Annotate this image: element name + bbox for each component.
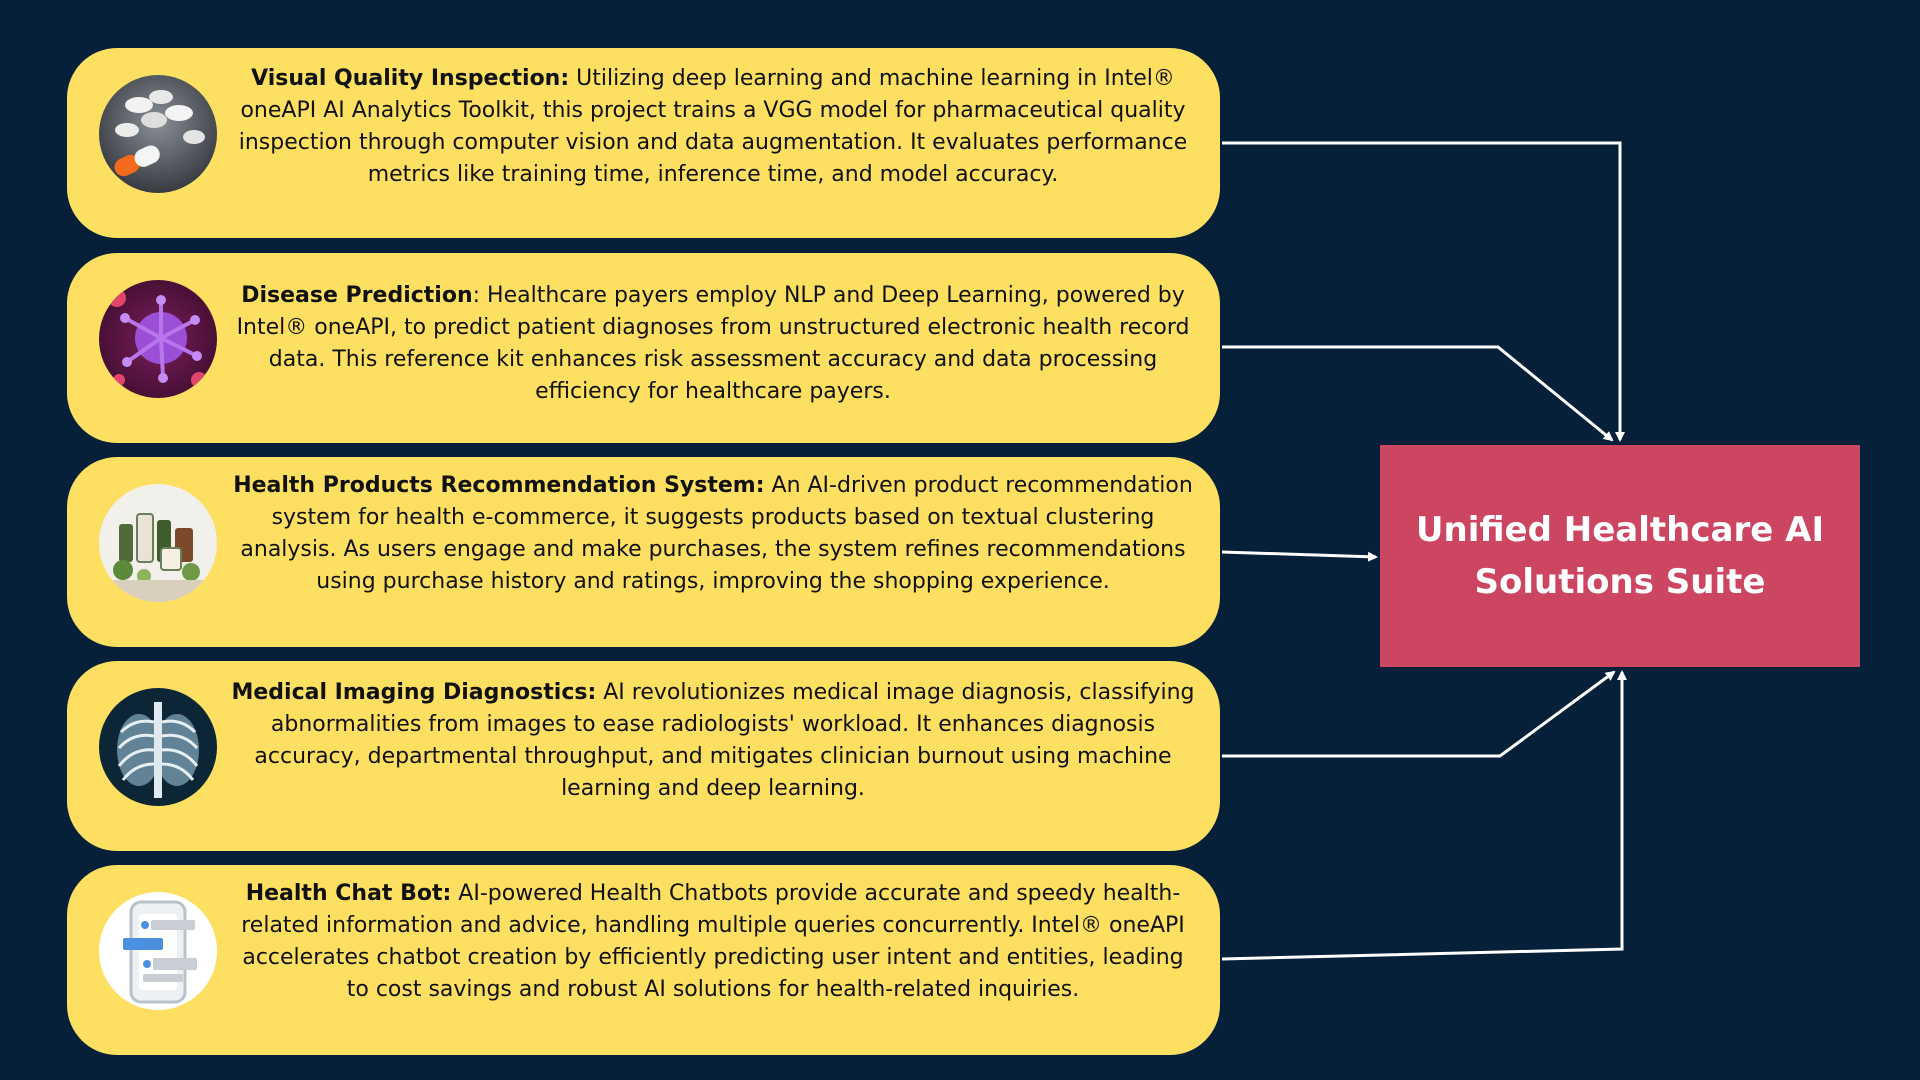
connector-visual-quality [1222, 141, 1625, 442]
card-description: Visual Quality Inspection: Utilizing dee… [231, 63, 1195, 191]
card-title: Medical Imaging Diagnostics: [231, 680, 597, 705]
card-description: Disease Prediction: Healthcare payers em… [231, 280, 1195, 408]
card-description: Medical Imaging Diagnostics: AI revoluti… [231, 677, 1195, 805]
pills-image-icon [99, 75, 217, 193]
card-visual-quality-inspection: Visual Quality Inspection: Utilizing dee… [67, 48, 1220, 238]
health-products-image-icon [99, 484, 217, 602]
card-title: Health Products Recommendation System: [233, 473, 765, 498]
card-health-products-recommendation: Health Products Recommendation System: A… [67, 457, 1220, 647]
card-description: Health Chat Bot: AI-powered Health Chatb… [231, 878, 1195, 1006]
card-title: Visual Quality Inspection: [251, 66, 570, 91]
card-body: An AI-driven product recommendation syst… [240, 473, 1193, 594]
card-title: Disease Prediction [241, 283, 473, 308]
card-body: AI-powered Health Chatbots provide accur… [241, 881, 1185, 1002]
connector-disease-prediction [1222, 345, 1614, 442]
connector-medical-imaging [1222, 670, 1616, 758]
card-disease-prediction: Disease Prediction: Healthcare payers em… [67, 253, 1220, 443]
hub-title: Unified Healthcare AI Solutions Suite [1415, 510, 1825, 602]
card-medical-imaging-diagnostics: Medical Imaging Diagnostics: AI revoluti… [67, 661, 1220, 851]
card-body: : Healthcare payers employ NLP and Deep … [236, 283, 1190, 404]
card-body: Utilizing deep learning and machine lear… [238, 66, 1188, 187]
chat-phone-image-icon [99, 892, 217, 1010]
card-body: AI revolutionizes medical image diagnosi… [254, 680, 1195, 801]
hub-unified-healthcare-ai: Unified Healthcare AI Solutions Suite [1380, 445, 1860, 667]
card-health-chat-bot: Health Chat Bot: AI-powered Health Chatb… [67, 865, 1220, 1055]
virus-image-icon [99, 280, 217, 398]
chest-xray-image-icon [99, 688, 217, 806]
card-description: Health Products Recommendation System: A… [231, 470, 1195, 598]
connector-health-products [1221, 550, 1378, 562]
connector-health-chatbot [1221, 670, 1627, 961]
card-title: Health Chat Bot: [245, 881, 452, 906]
